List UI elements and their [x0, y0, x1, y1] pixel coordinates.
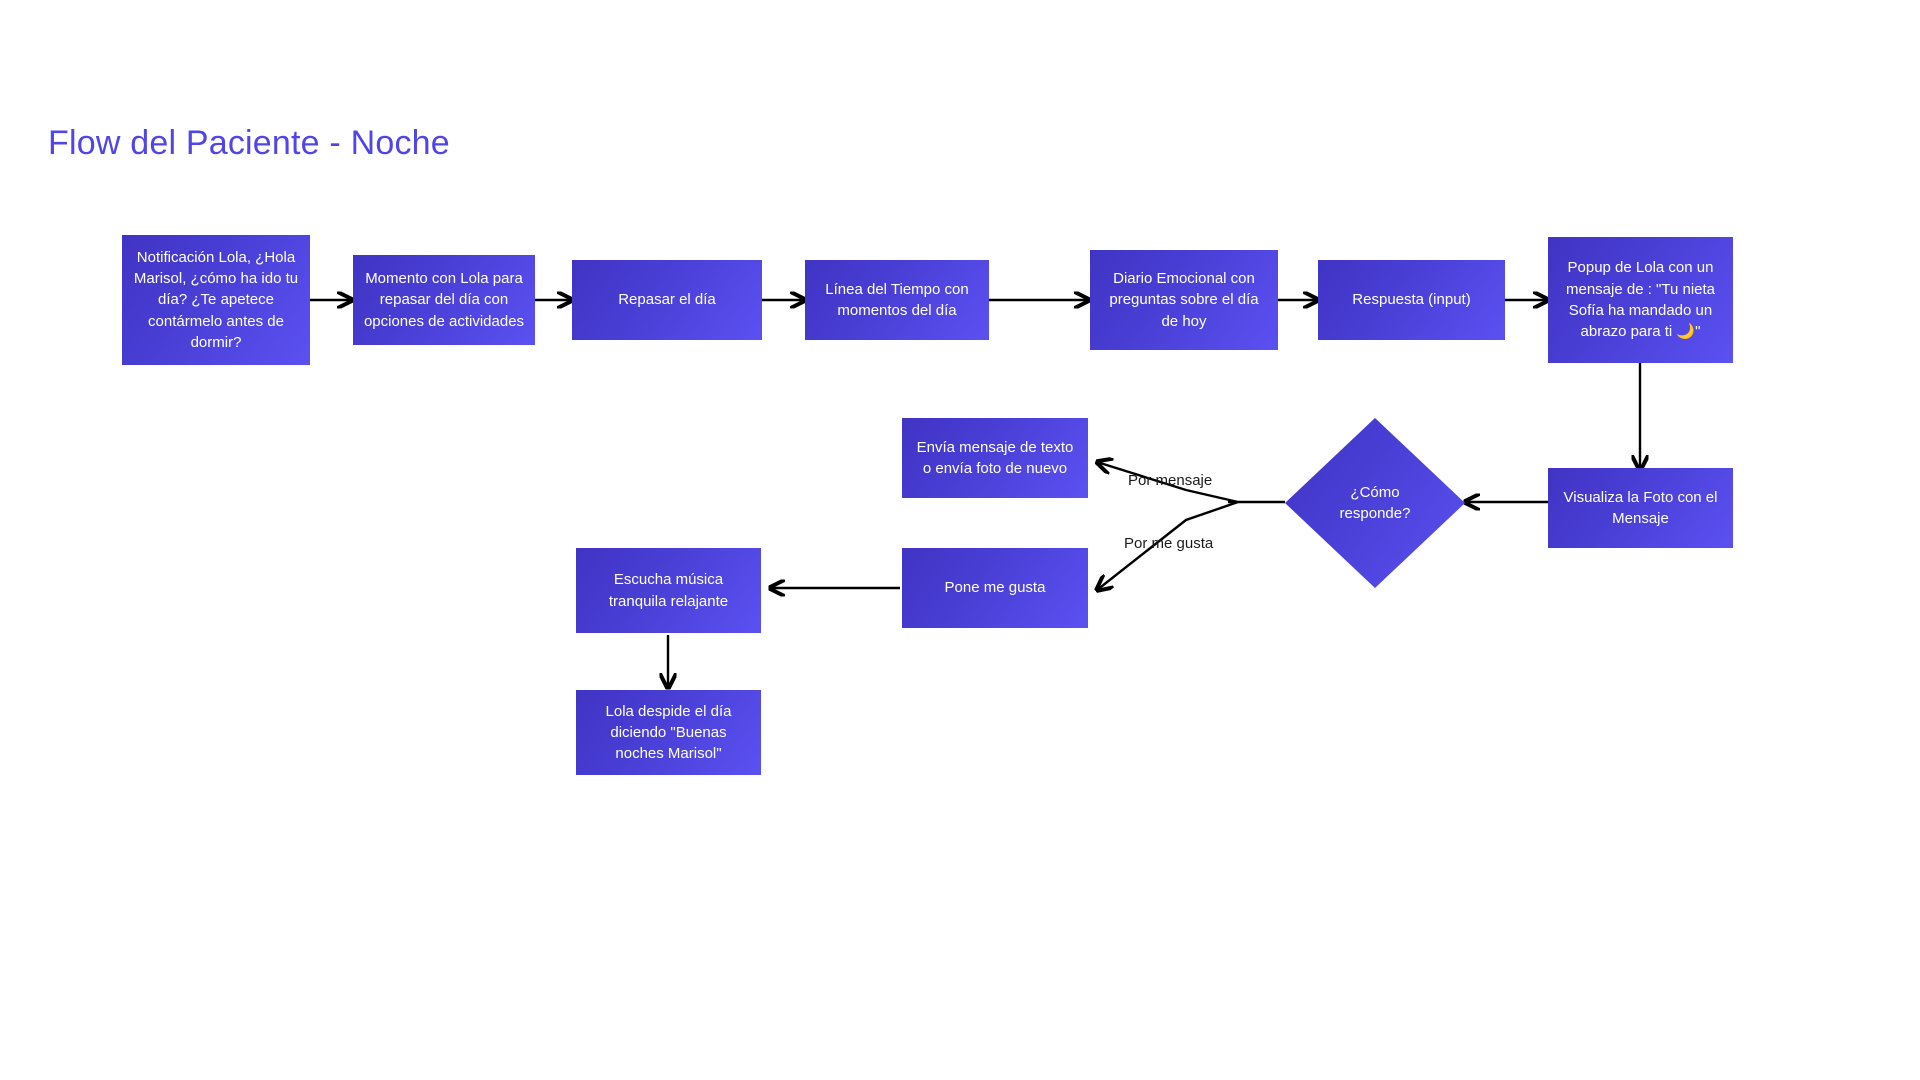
edge-label-por-me-gusta: Por me gusta [1124, 535, 1214, 552]
decision-label: ¿Cómo responde? [1339, 483, 1411, 522]
node-momento[interactable]: Momento con Lola para repasar del día co… [353, 255, 535, 345]
node-respuesta[interactable]: Respuesta (input) [1318, 260, 1505, 340]
node-diario[interactable]: Diario Emocional con preguntas sobre el … [1090, 250, 1278, 350]
page-title: Flow del Paciente - Noche [48, 124, 450, 162]
node-popup[interactable]: Popup de Lola con un mensaje de : "Tu ni… [1548, 237, 1733, 363]
node-pone-me-gusta[interactable]: Pone me gusta [902, 548, 1088, 628]
edge-label-por-mensaje: Por mensaje [1128, 472, 1213, 489]
node-notificacion[interactable]: Notificación Lola, ¿Hola Marisol, ¿cómo … [122, 235, 310, 365]
node-envia-mensaje[interactable]: Envía mensaje de texto o envía foto de n… [902, 418, 1088, 498]
node-linea-tiempo[interactable]: Línea del Tiempo con momentos del día [805, 260, 989, 340]
node-despide[interactable]: Lola despide el día diciendo "Buenas noc… [576, 690, 761, 775]
node-repasar[interactable]: Repasar el día [572, 260, 762, 340]
node-visualiza[interactable]: Visualiza la Foto con el Mensaje [1548, 468, 1733, 548]
node-como-responde[interactable]: ¿Cómo responde? [1285, 418, 1465, 588]
node-escucha-musica[interactable]: Escucha música tranquila relajante [576, 548, 761, 633]
